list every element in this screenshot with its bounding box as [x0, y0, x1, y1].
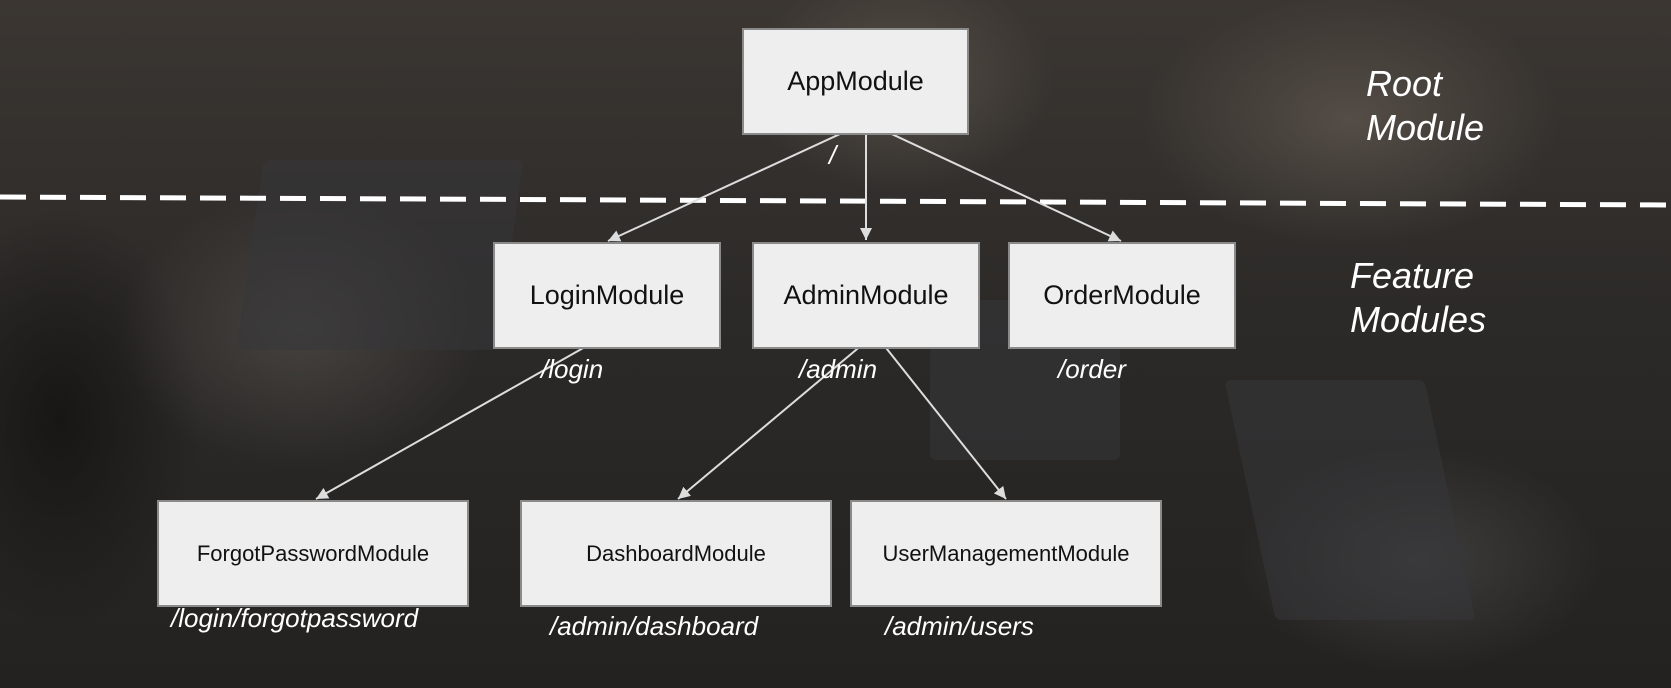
order-module-route: /order — [1058, 354, 1126, 384]
order-module-box: OrderModule — [1008, 242, 1236, 349]
app-module-label: AppModule — [787, 66, 924, 96]
user-management-module-route: /admin/users — [885, 611, 1034, 641]
login-module-label: LoginModule — [529, 280, 685, 310]
forgot-password-module-label: ForgotPasswordModule — [196, 540, 430, 566]
user-management-module-label: UserManagementModule — [882, 540, 1130, 566]
dashboard-module-box: DashboardModule — [520, 500, 832, 607]
forgot-password-module-route: /login/forgotpassword — [171, 603, 419, 633]
edge-admin-to-usermanagement — [874, 333, 1007, 500]
admin-module-box: AdminModule — [752, 242, 980, 349]
edge-admin-to-dashboard — [677, 333, 876, 500]
app-module-box: AppModule — [742, 28, 969, 135]
edge-login-to-forgotpassword — [315, 333, 609, 500]
admin-module-label: AdminModule — [783, 280, 949, 310]
feature-modules-label: Feature Modules — [1350, 255, 1487, 340]
login-module-route: /login — [541, 354, 604, 384]
dashboard-module-label: DashboardModule — [586, 540, 766, 566]
dashboard-module-route: /admin/dashboard — [550, 611, 759, 641]
admin-module-route: /admin — [799, 354, 878, 384]
forgot-password-module-box: ForgotPasswordModule — [157, 500, 469, 607]
edge-app-to-order — [865, 121, 1122, 242]
app-module-route: / — [829, 140, 837, 170]
login-module-box: LoginModule — [493, 242, 721, 349]
order-module-label: OrderModule — [1043, 280, 1201, 310]
user-management-module-box: UserManagementModule — [850, 500, 1162, 607]
edge-app-to-login — [607, 121, 867, 242]
root-module-label: Root Module — [1366, 63, 1485, 148]
